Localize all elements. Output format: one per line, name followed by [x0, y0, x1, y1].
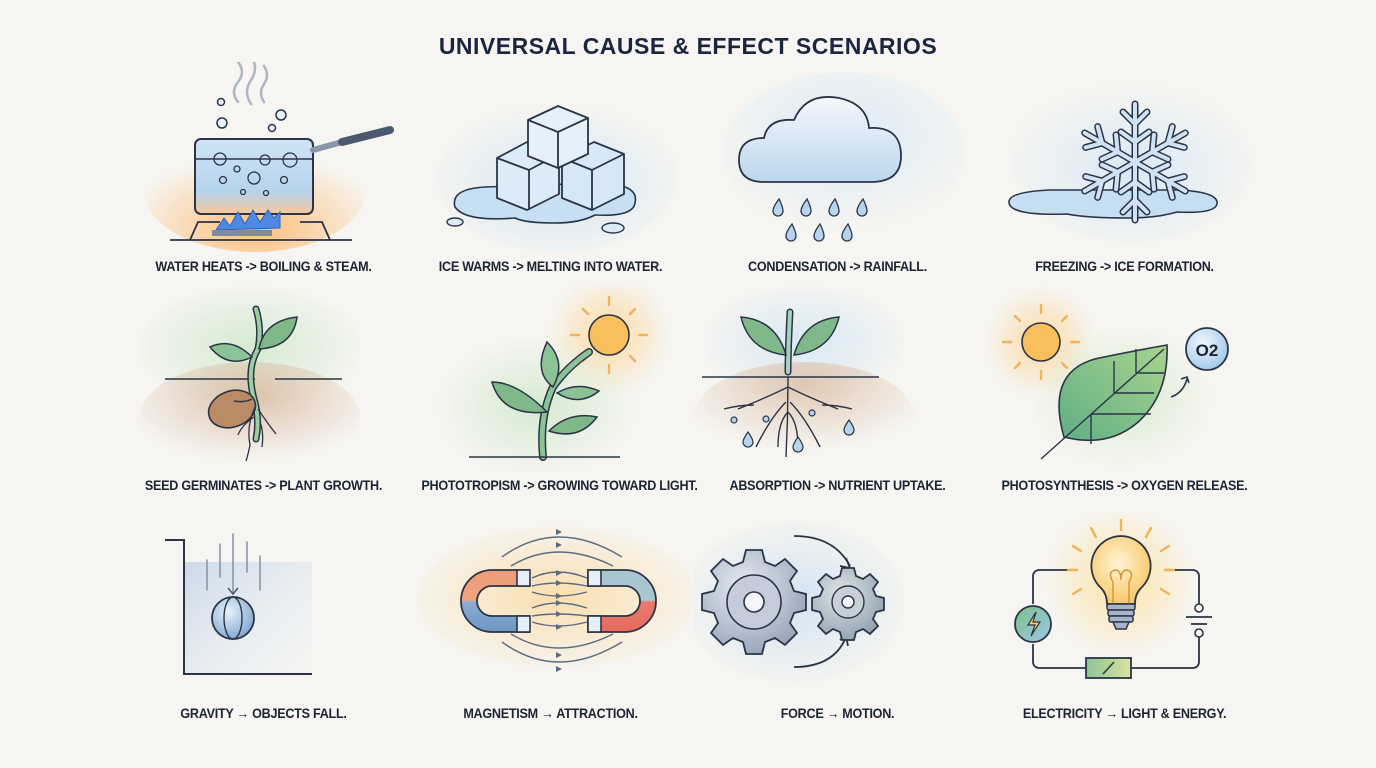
melting-ice-cubes-icon: [437, 102, 677, 252]
roots-absorbing-water-icon: [694, 287, 914, 472]
scenario-magnetism: MAGNETISM → ATTRACTION.: [407, 512, 694, 742]
scenario-melting: ICE WARMS -> MELTING INTO WATER.: [407, 62, 694, 287]
scenario-boiling: WATER HEATS -> BOILING & STEAM.: [120, 62, 407, 287]
scenario-photosynthesis: O2 PHOTOSYNTHESIS -> OXYGEN RELEASE.: [981, 287, 1268, 512]
caption-melting: ICE WARMS -> MELTING INTO WATER.: [438, 258, 663, 274]
scenario-force: FORCE → MOTION.: [694, 512, 981, 742]
scenario-grid: WATER HEATS -> BOILING & STEAM.: [120, 62, 1270, 742]
scenario-rainfall: CONDENSATION -> RAINFALL.: [694, 62, 981, 287]
caption-photosynthesis: PHOTOSYNTHESIS -> OXYGEN RELEASE.: [1001, 477, 1248, 493]
caption-electricity: ELECTRICITY → LIGHT & ENERGY.: [1022, 705, 1227, 721]
light-bulb-circuit-icon: [1014, 512, 1212, 679]
caption-magnetism: MAGNETISM → ATTRACTION.: [463, 705, 638, 721]
rain-cloud-icon: [724, 72, 964, 242]
caption-absorption: ABSORPTION -> NUTRIENT UPTAKE.: [729, 477, 946, 493]
scenario-freezing: FREEZING -> ICE FORMATION.: [981, 62, 1268, 287]
boiling-pot-icon: [145, 62, 394, 252]
caption-force: FORCE → MOTION.: [780, 705, 895, 721]
snowflake-icon: [1008, 82, 1251, 242]
sprouting-seed-icon: [140, 287, 360, 472]
caption-phototropism: PHOTOTROPISM -> GROWING TOWARD LIGHT.: [421, 477, 698, 493]
caption-freezing: FREEZING -> ICE FORMATION.: [1035, 258, 1214, 274]
scenario-electricity: ELECTRICITY → LIGHT & ENERGY.: [981, 512, 1268, 742]
scenario-absorption: ABSORPTION -> NUTRIENT UPTAKE.: [694, 287, 981, 512]
scenario-germination: SEED GERMINATES -> PLANT GROWTH.: [120, 287, 407, 512]
scenario-gravity: GRAVITY → OBJECTS FALL.: [120, 512, 407, 742]
falling-ball-icon: [165, 533, 312, 675]
page-title: UNIVERSAL CAUSE & EFFECT SCENARIOS: [438, 33, 938, 59]
leaf-oxygen-icon: O2: [986, 287, 1229, 467]
caption-rainfall: CONDENSATION -> RAINFALL.: [748, 258, 927, 274]
o2-badge: O2: [1196, 341, 1219, 360]
plant-toward-sun-icon: [437, 287, 669, 472]
caption-boiling: WATER HEATS -> BOILING & STEAM.: [155, 258, 372, 274]
magnets-field-icon: [417, 527, 694, 672]
caption-gravity: GRAVITY → OBJECTS FALL.: [180, 705, 347, 721]
caption-germination: SEED GERMINATES -> PLANT GROWTH.: [144, 477, 383, 493]
gears-rotation-icon: [694, 522, 904, 682]
scenario-phototropism: PHOTOTROPISM -> GROWING TOWARD LIGHT.: [407, 287, 698, 512]
